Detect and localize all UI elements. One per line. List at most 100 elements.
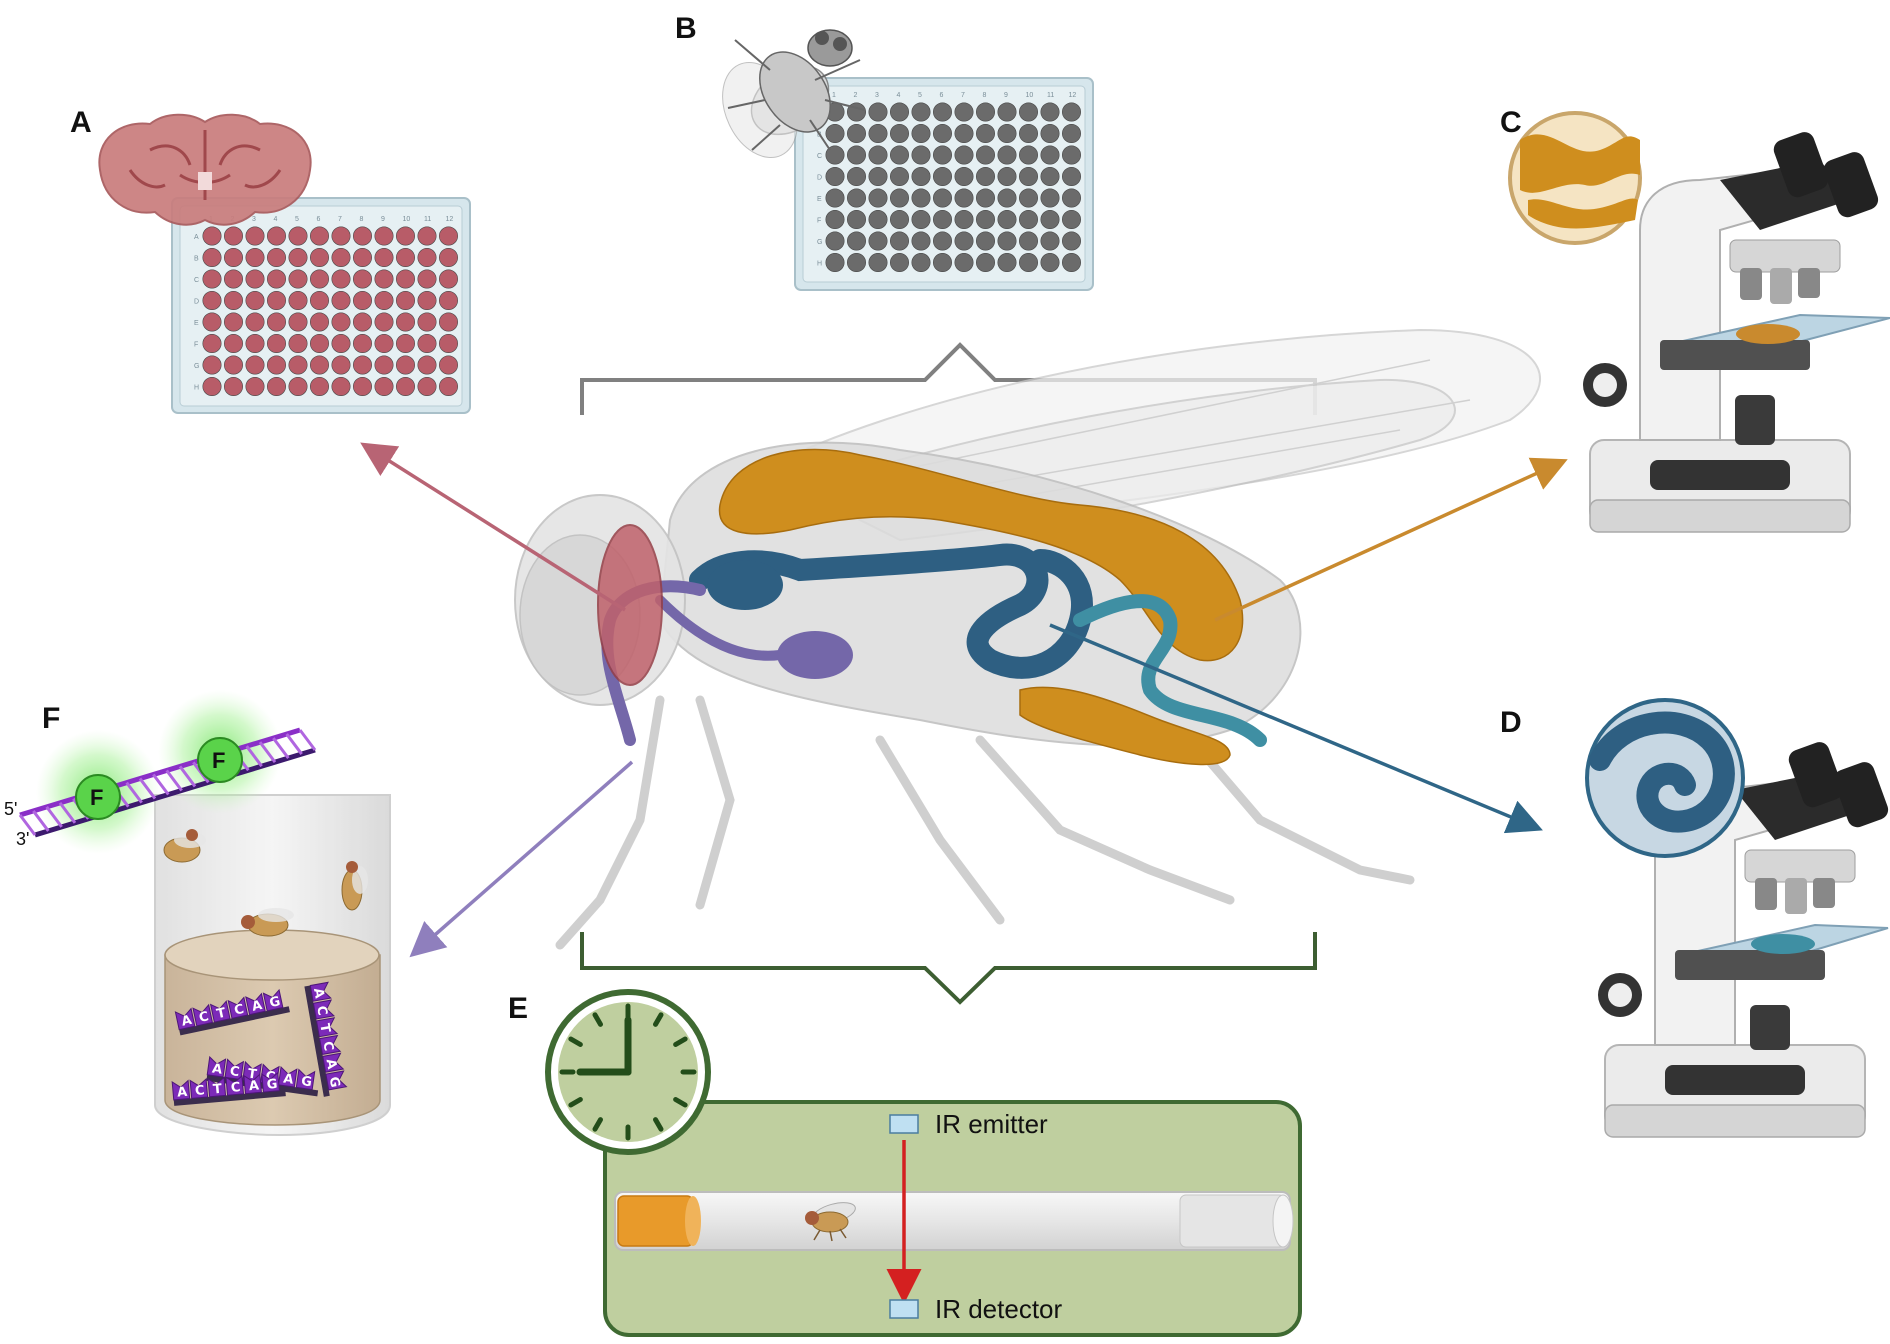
well <box>352 333 372 353</box>
well <box>1062 210 1082 230</box>
well <box>374 248 394 268</box>
well <box>1040 253 1060 273</box>
well <box>266 290 286 310</box>
well <box>1040 188 1060 208</box>
well <box>417 355 437 375</box>
dna-rung <box>285 733 303 755</box>
well <box>997 210 1017 230</box>
well <box>202 355 222 375</box>
dna-base-label: C <box>198 1009 210 1026</box>
dna-rung <box>32 810 50 832</box>
well <box>997 102 1017 122</box>
well <box>1040 102 1060 122</box>
well <box>309 290 329 310</box>
dna-base-label: A <box>248 1078 259 1094</box>
dna-base-label: C <box>233 1002 245 1019</box>
plate-a-wells <box>202 226 458 396</box>
dna-base-label: C <box>319 1040 335 1052</box>
dna-base-label: A <box>282 1072 294 1088</box>
plate-row-label: D <box>817 175 822 182</box>
well <box>417 226 437 246</box>
well <box>202 269 222 289</box>
well <box>331 333 351 353</box>
well <box>1018 253 1038 273</box>
dna-base-label: A <box>323 1058 340 1071</box>
well <box>245 333 265 353</box>
well <box>352 376 372 396</box>
plate-row-label: F <box>817 218 821 225</box>
well <box>309 269 329 289</box>
well <box>352 290 372 310</box>
well <box>911 253 931 273</box>
well <box>1062 167 1082 187</box>
well <box>975 124 995 144</box>
well <box>374 376 394 396</box>
well <box>309 355 329 375</box>
clock-tick <box>673 1036 688 1047</box>
well <box>202 312 222 332</box>
strand-3-prime-label: 3' <box>16 829 29 849</box>
plate-column-label: 7 <box>961 92 965 99</box>
well <box>245 290 265 310</box>
microscope-d <box>1585 698 1889 1138</box>
well <box>266 355 286 375</box>
well <box>911 124 931 144</box>
arrow-to-panel-a <box>360 442 626 612</box>
clock-tick <box>673 1097 688 1108</box>
fly-in-vial-icon-1 <box>163 829 206 863</box>
well <box>911 188 931 208</box>
well <box>309 226 329 246</box>
well <box>266 248 286 268</box>
well <box>395 269 415 289</box>
well <box>932 124 952 144</box>
well <box>331 355 351 375</box>
dna-base-label: A <box>211 1061 223 1077</box>
well <box>868 145 888 165</box>
well <box>825 145 845 165</box>
plate-column-label: 2 <box>854 92 858 99</box>
plate-column-label: 4 <box>274 216 278 223</box>
well <box>846 124 866 144</box>
plate-row-label: A <box>194 234 199 241</box>
dna-base-label: A <box>180 1013 193 1030</box>
well <box>1040 167 1060 187</box>
fly-topview-icon <box>722 29 866 159</box>
well <box>395 333 415 353</box>
arrow-to-panel-d <box>1049 623 1543 834</box>
dna-base-label: C <box>229 1064 241 1080</box>
plate-column-label: 3 <box>875 92 879 99</box>
well <box>975 167 995 187</box>
well <box>868 124 888 144</box>
well <box>438 333 458 353</box>
well <box>889 253 909 273</box>
well <box>224 333 244 353</box>
well <box>438 355 458 375</box>
well <box>825 231 845 251</box>
clock-tick <box>592 1117 603 1132</box>
well <box>395 290 415 310</box>
well <box>224 269 244 289</box>
plate-column-label: 12 <box>1069 92 1077 99</box>
well <box>1018 231 1038 251</box>
well <box>245 226 265 246</box>
well <box>1018 102 1038 122</box>
well <box>352 312 372 332</box>
well <box>202 226 222 246</box>
well <box>331 248 351 268</box>
well <box>997 188 1017 208</box>
well <box>954 253 974 273</box>
well <box>975 145 995 165</box>
well <box>954 210 974 230</box>
well <box>825 167 845 187</box>
plate-column-label: 5 <box>295 216 299 223</box>
well <box>954 231 974 251</box>
clock-tick <box>568 1036 583 1047</box>
plate-row-label: E <box>194 320 199 327</box>
well <box>1062 102 1082 122</box>
well <box>288 333 308 353</box>
well <box>911 102 931 122</box>
